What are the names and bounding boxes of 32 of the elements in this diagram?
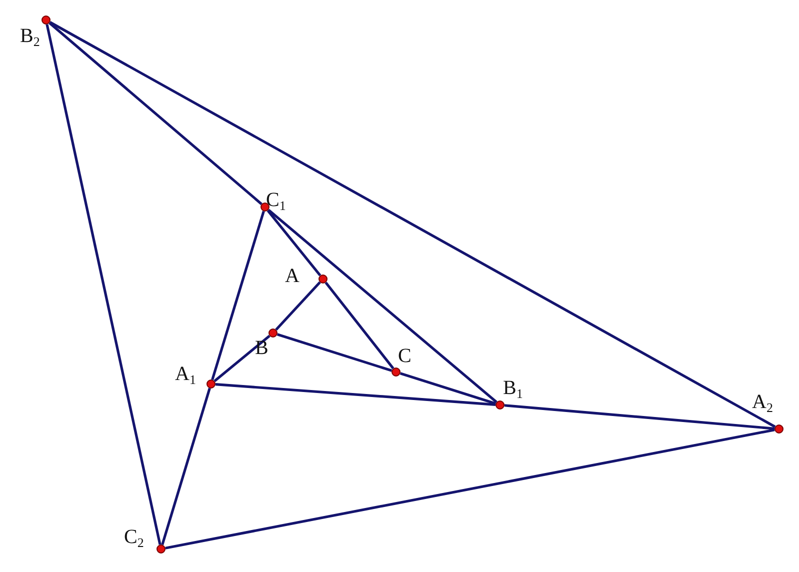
point-label: B [255,338,268,358]
point-dot [268,328,278,338]
point-dot [206,380,216,388]
line-segment [161,388,211,546]
line-segment [268,208,498,404]
point-label: C$_{1}$ [266,190,286,210]
line-segment [48,22,262,206]
line-segment [215,383,496,406]
line-segment [214,334,270,382]
point-label: A$_{1}$ [175,364,196,384]
line-segment [165,428,775,550]
point-label: A [285,266,300,286]
point-label: C$_{2}$ [124,527,144,547]
line-segment [324,282,394,370]
point-label: C [398,346,412,366]
point-dot [42,16,50,24]
point-dot [392,368,400,376]
line-segment [275,281,321,331]
point-label: B$_{1}$ [503,378,523,398]
line-segment [266,210,322,276]
point-label: A$_{2}$ [752,392,773,412]
point-dot [496,400,504,410]
line-segment [400,372,496,405]
point-dot [774,424,784,434]
line-segment [276,333,392,372]
line-segment [49,21,776,428]
line-segment [504,404,775,430]
point-label: B$_{2}$ [20,26,40,46]
line-segment [211,210,265,380]
line-segment [46,24,162,545]
point-dot [156,544,166,554]
point-dot [318,274,328,284]
